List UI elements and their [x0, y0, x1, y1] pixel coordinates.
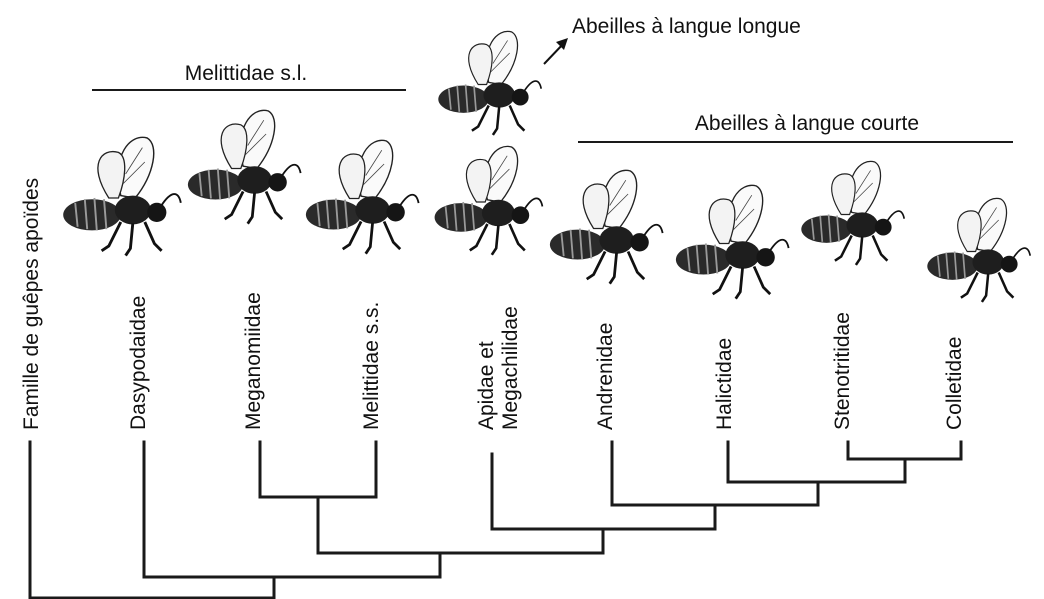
taxon-label-andrenidae: Andrenidae: [594, 323, 617, 430]
bee-icon: [927, 198, 1030, 301]
branch-halictidae: [728, 442, 905, 482]
taxon-label-colletidae: Colletidae: [943, 337, 966, 430]
bee-icon: [188, 110, 301, 223]
branch-dasypodaidae: [144, 442, 440, 577]
cladogram-tree: [30, 442, 961, 598]
bee-icon: [438, 31, 541, 134]
taxon-label-halictidae: Halictidae: [713, 338, 736, 430]
bee-icon: [306, 140, 419, 253]
taxon-label-melittidae-ss: Melittidae s.s.: [360, 302, 383, 430]
outgroup-label: Famille de guêpes apoïdes: [20, 178, 43, 430]
bee-icon: [550, 170, 663, 283]
header-melittidae: Melittidae s.l.: [185, 62, 308, 85]
bee-icon: [63, 137, 181, 255]
header-long-tongue: Abeilles à langue longue: [572, 15, 801, 38]
header-short-tongue: Abeilles à langue courte: [695, 112, 919, 135]
arrow-icon: [544, 38, 568, 64]
taxon-label-stenotritidae: Stenotritidae: [831, 312, 854, 430]
branch-meganomiidae-melittidae: [260, 442, 376, 497]
taxon-label-apidae-megachilidae: Apidae et Megachilidae: [475, 306, 522, 430]
bee-icon: [435, 146, 543, 254]
branch-stenotritidae-colletidae: [848, 442, 961, 459]
taxon-label-meganomiidae: Meganomiidae: [242, 292, 265, 430]
branch-outgroup-root: [30, 442, 274, 598]
branch-apidae-megachilidae: [492, 454, 715, 529]
branch-andrenidae: [612, 442, 818, 505]
taxon-label-dasypodaidae: Dasypodaidae: [127, 296, 150, 430]
bee-icon: [676, 185, 789, 298]
branch-melittidae-rest: [318, 497, 603, 553]
bee-icon: [801, 161, 904, 264]
